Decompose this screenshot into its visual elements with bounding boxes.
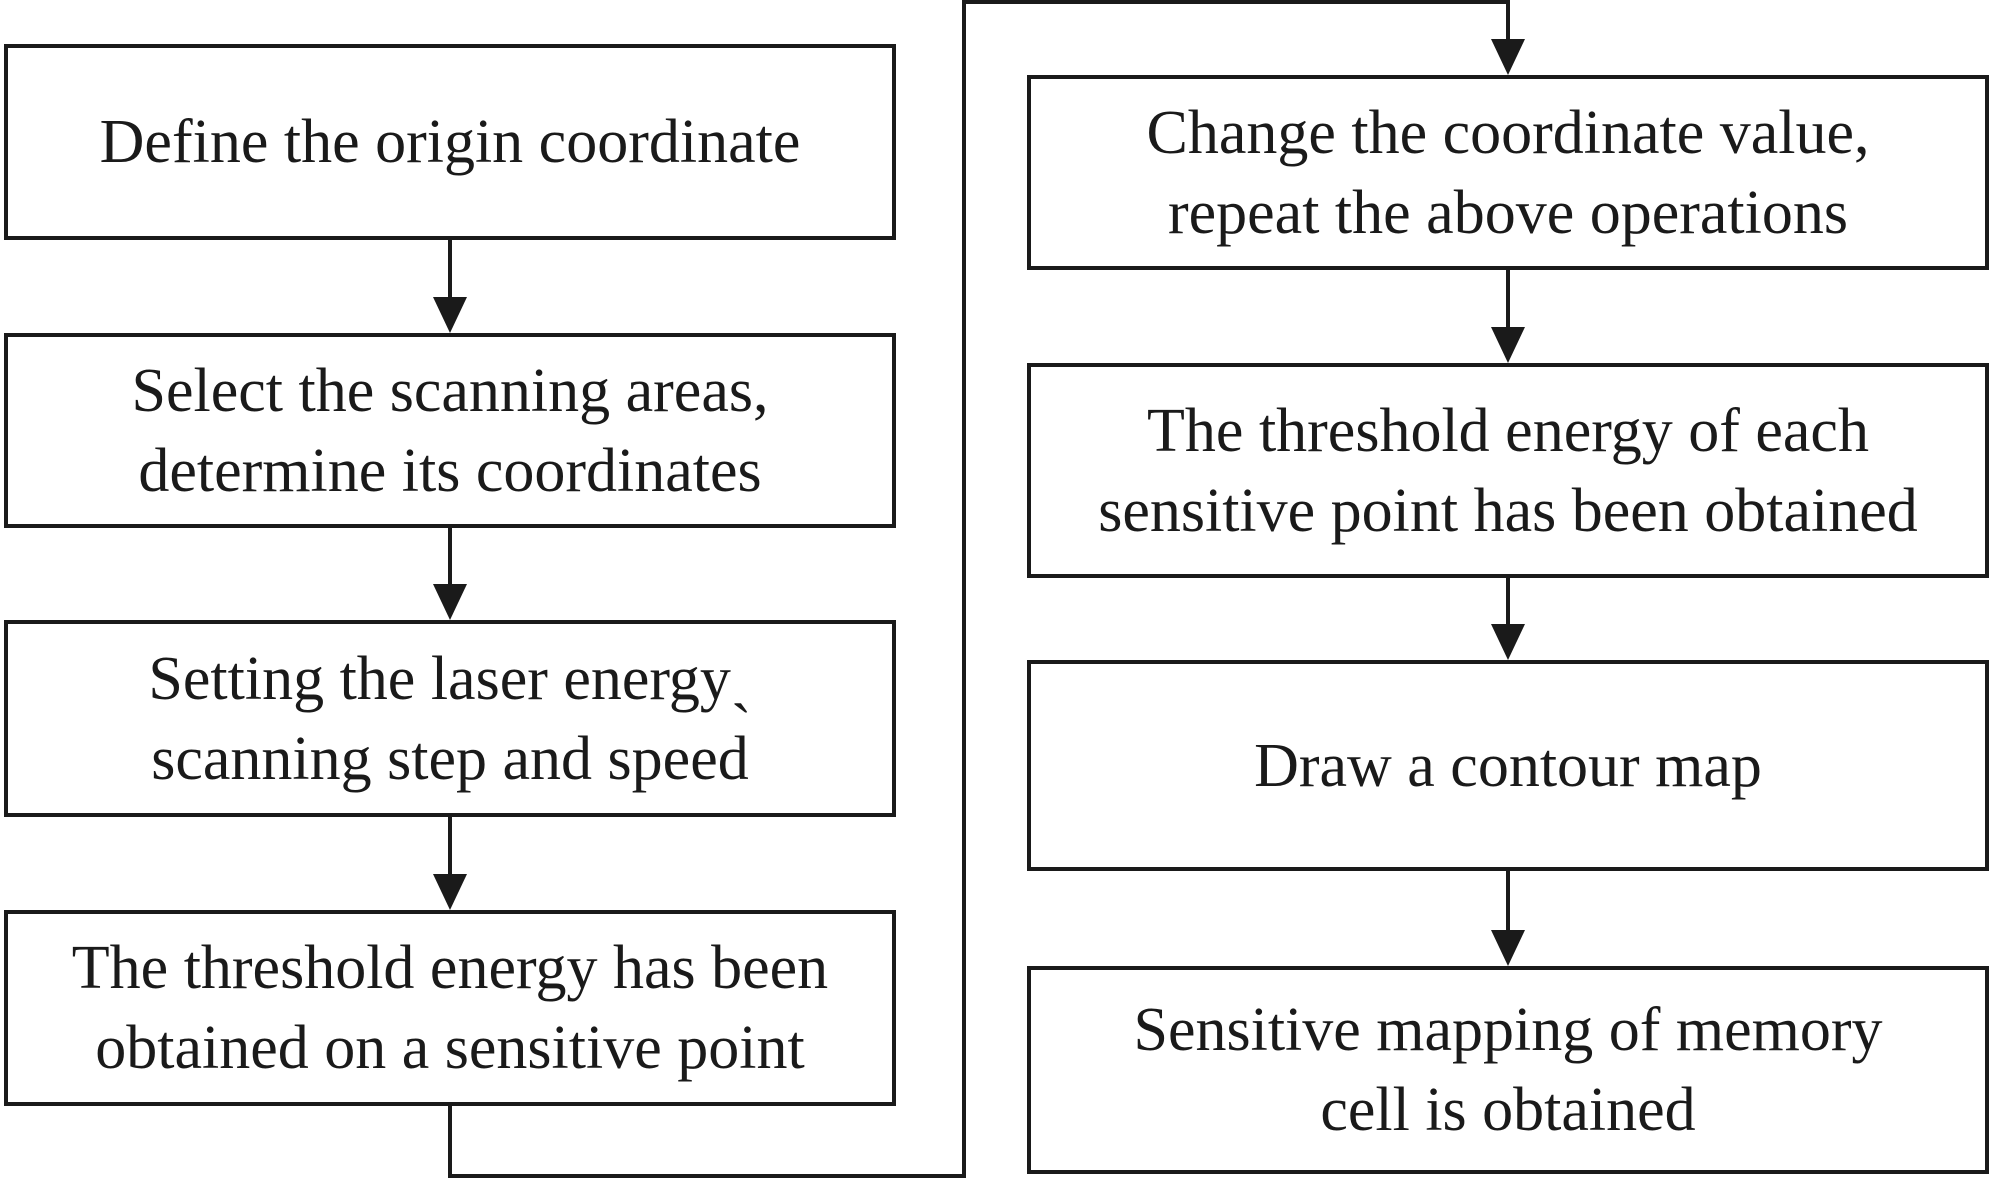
connector-down-from-left — [448, 1106, 452, 1178]
step-select-scanning-areas-label: Select the scanning areas, determine its… — [132, 351, 769, 511]
step-setting-laser-energy-label: Setting the laser energyˏ scanning step … — [148, 639, 751, 799]
connector-arrow-head — [1491, 39, 1525, 75]
arrow-left-3-shaft — [448, 817, 452, 875]
step-sensitive-mapping-line-2: cell is obtained — [1320, 1076, 1696, 1144]
arrow-right-2-head — [1491, 624, 1525, 660]
step-sensitive-mapping-label: Sensitive mapping of memory cell is obta… — [1133, 990, 1882, 1150]
arrow-left-2-shaft — [448, 528, 452, 585]
step-define-origin: Define the origin coordinate — [4, 44, 896, 240]
step-threshold-each-point-label: The threshold energy of each sensitive p… — [1098, 391, 1918, 551]
arrow-left-1-head — [433, 297, 467, 333]
connector-down-to-right — [1506, 0, 1510, 40]
arrow-left-2-head — [433, 584, 467, 620]
step-setting-laser-energy-line-2: scanning step and speed — [151, 724, 749, 793]
arrow-right-3-head — [1491, 930, 1525, 966]
step-sensitive-mapping-line-1: Sensitive mapping of memory — [1133, 996, 1883, 1064]
step-select-scanning-areas-line-1: Select the scanning areas, — [131, 356, 769, 425]
arrow-left-3-head — [433, 874, 467, 910]
step-threshold-each-point-line-1: The threshold energy of each — [1147, 396, 1869, 465]
arrow-left-1-shaft — [448, 240, 452, 298]
step-setting-laser-energy: Setting the laser energyˏ scanning step … — [4, 620, 896, 817]
arrow-right-1-head — [1491, 327, 1525, 363]
connector-bottom-horizontal — [448, 1174, 966, 1178]
step-define-origin-label: Define the origin coordinate — [100, 102, 801, 182]
step-change-coordinate-label: Change the coordinate value, repeat the … — [1146, 93, 1869, 253]
step-change-coordinate-line-1: Change the coordinate value, — [1146, 98, 1870, 167]
connector-vertical-up — [962, 0, 966, 1178]
step-sensitive-mapping: Sensitive mapping of memory cell is obta… — [1027, 966, 1989, 1174]
step-draw-contour-map-line-1: Draw a contour map — [1254, 731, 1762, 800]
step-select-scanning-areas-line-2: determine its coordinates — [138, 436, 762, 505]
step-threshold-energy-point: The threshold energy has been obtained o… — [4, 910, 896, 1106]
arrow-right-3-shaft — [1506, 871, 1510, 931]
step-setting-laser-energy-line-1: Setting the laser energyˏ — [148, 644, 752, 713]
step-define-origin-line-1: Define the origin coordinate — [99, 108, 801, 176]
connector-top-horizontal — [962, 0, 1510, 4]
step-threshold-each-point: The threshold energy of each sensitive p… — [1027, 363, 1989, 578]
step-select-scanning-areas: Select the scanning areas, determine its… — [4, 333, 896, 528]
arrow-right-1-shaft — [1506, 270, 1510, 328]
step-change-coordinate-line-2: repeat the above operations — [1168, 178, 1848, 247]
step-threshold-energy-point-label: The threshold energy has been obtained o… — [72, 928, 828, 1088]
step-change-coordinate: Change the coordinate value, repeat the … — [1027, 75, 1989, 270]
arrow-right-2-shaft — [1506, 578, 1510, 625]
step-threshold-energy-point-line-1: The threshold energy has been — [71, 934, 829, 1002]
step-threshold-energy-point-line-2: obtained on a sensitive point — [95, 1014, 805, 1082]
step-draw-contour-map-label: Draw a contour map — [1254, 726, 1762, 806]
step-draw-contour-map: Draw a contour map — [1027, 660, 1989, 871]
step-threshold-each-point-line-2: sensitive point has been obtained — [1098, 476, 1918, 545]
